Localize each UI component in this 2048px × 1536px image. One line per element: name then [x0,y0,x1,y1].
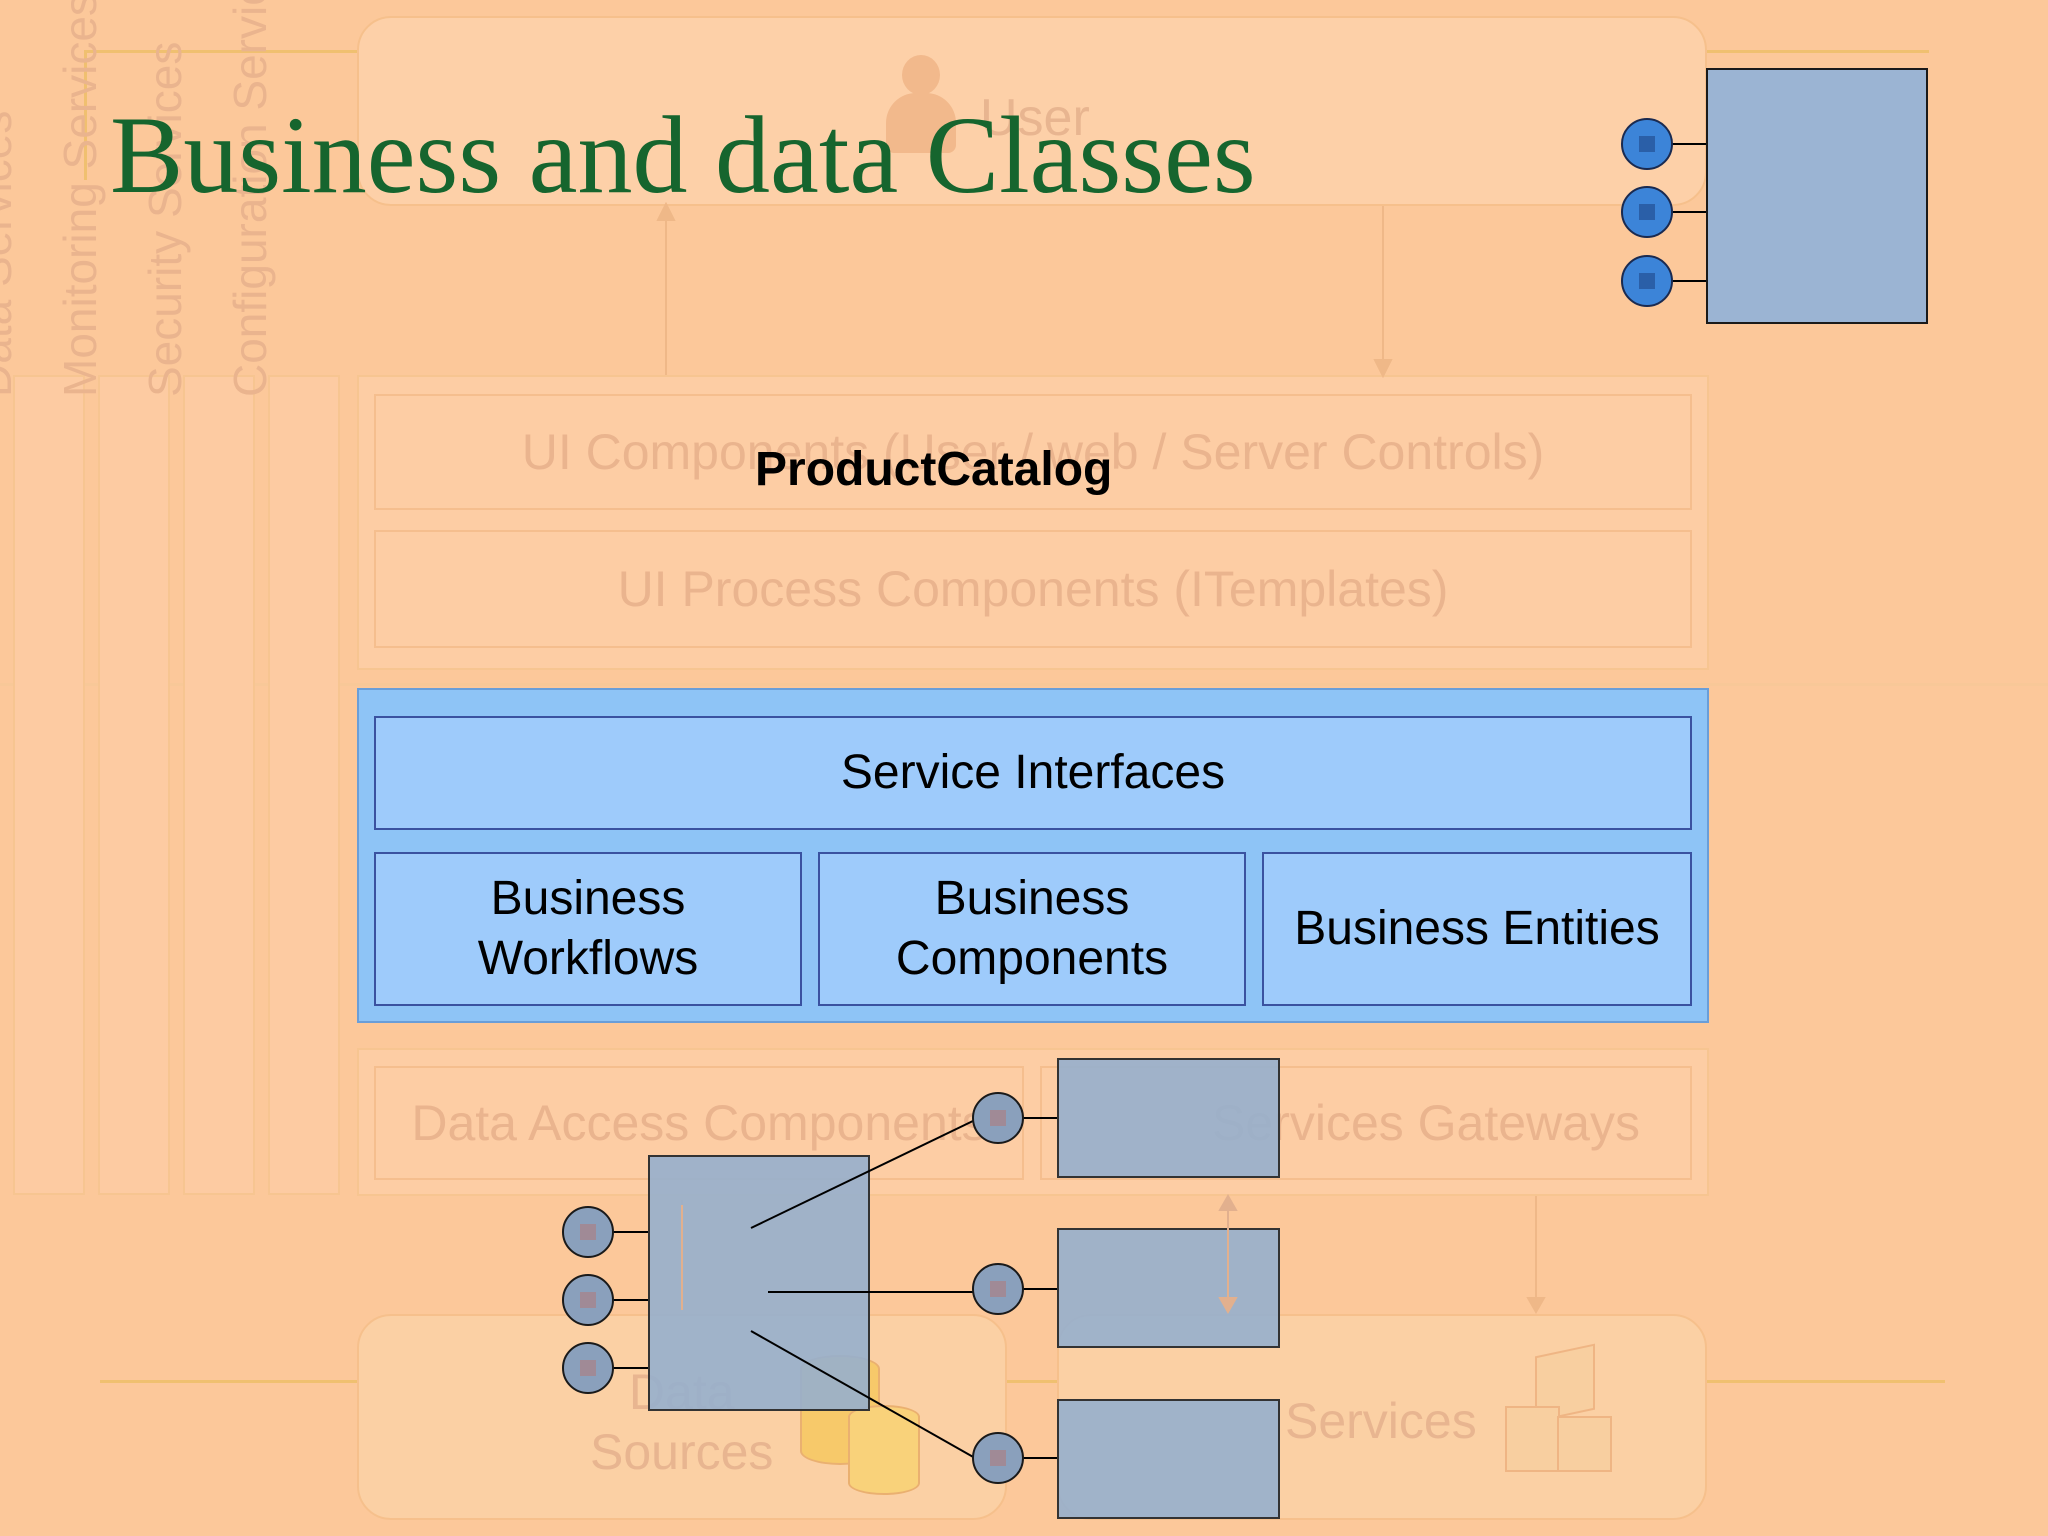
business-workflows-box: Business Workflows [374,852,802,1006]
related-class-box-1 [1057,1058,1280,1178]
services-label: Services [1285,1393,1477,1449]
ui-components-box: UI Components (User / web / Server Contr… [374,394,1692,510]
class-port-markers [580,1110,1006,1466]
user-box [357,16,1707,206]
link-to-class-3 [750,1330,976,1459]
top-class-ports [1621,118,1706,307]
ui-process-box: UI Process Components (ITemplates) [374,530,1692,648]
data-layer [357,1048,1709,1196]
user-label: User [980,89,1090,147]
related-class-box-2 [1057,1228,1280,1348]
layer-separator-line [0,683,2048,686]
column-security-services: Security Services [139,42,255,1195]
slide-title: Business and data Classes [110,94,1256,216]
footer-line [100,1380,1945,1383]
link-to-class-1 [750,1119,976,1229]
business-entities-box: Business Entities [1262,852,1692,1006]
column-data-services: Data Services [0,111,85,1195]
column-configuration-services: Configuration Services [224,0,340,1195]
presentation-layer [357,375,1709,670]
cube-icon [1505,1343,1615,1480]
arrow-ui-to-user-head [656,201,676,221]
business-components-box: Business Components [818,852,1246,1006]
arrow-user-to-ui-head [1373,359,1393,379]
arrow-gateway-to-services-head [1526,1297,1546,1315]
related-class-box-3 [1057,1399,1280,1519]
class-name-label: ProductCatalog [755,443,1113,496]
services-gateways-box: Services Gateways [1040,1066,1692,1180]
service-interfaces-box: Service Interfaces [374,716,1692,830]
title-frame-left-line [84,50,87,180]
user-icon [880,55,960,155]
central-class-box [648,1155,870,1411]
product-catalog-class-box [1706,68,1928,324]
data-access-box: Data Access Components [374,1066,1024,1180]
class-ports [562,1092,1024,1484]
column-monitoring-services: Monitoring Services [54,0,170,1195]
